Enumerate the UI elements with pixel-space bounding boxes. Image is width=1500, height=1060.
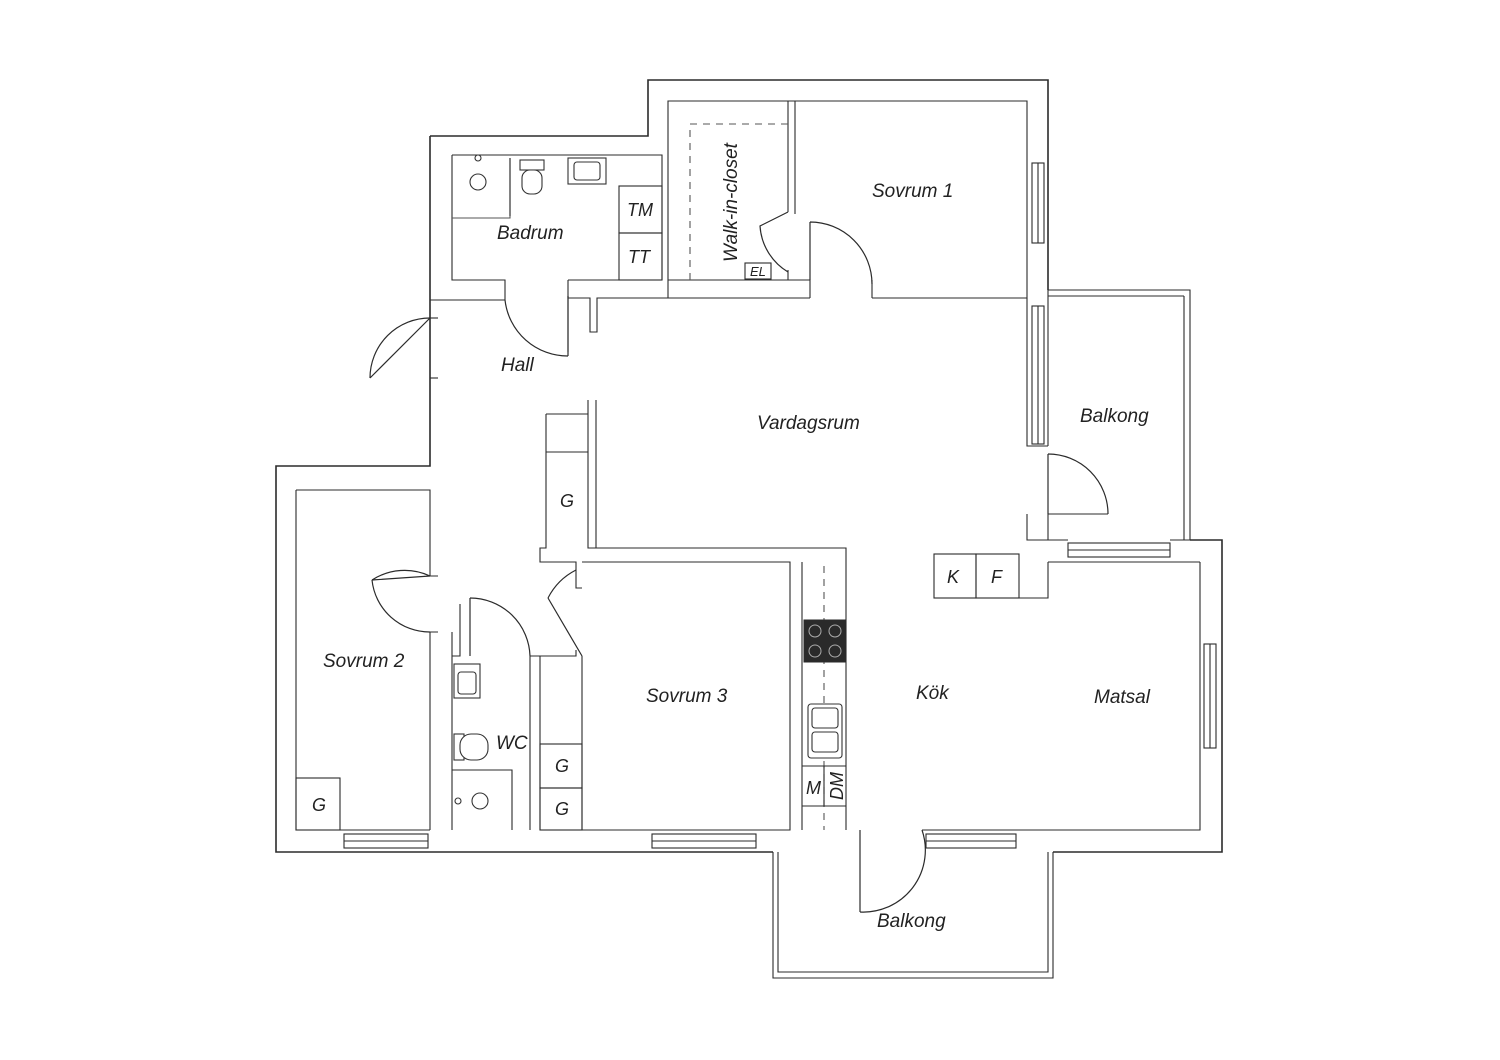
room-label-sovrum1: Sovrum 1 (872, 181, 953, 202)
fixture-label-tm: TM (627, 200, 653, 220)
room-label-sovrum3: Sovrum 3 (646, 686, 728, 707)
room-label-balkong-bottom: Balkong (877, 911, 946, 932)
fixture-label-el: EL (750, 264, 766, 279)
interior-walls (430, 101, 1200, 831)
room-label-walkin: Walk-in-closet (721, 142, 742, 262)
room-labels: Sovrum 1 Badrum Walk-in-closet Hall Vard… (323, 142, 1151, 932)
fixtures (295, 123, 1020, 831)
room-label-balkong-right: Balkong (1080, 406, 1149, 427)
fixture-label-g-corridor-top: G (555, 756, 569, 776)
fixture-label-g-corridor-bottom: G (555, 799, 569, 819)
doors (369, 211, 1109, 913)
fixture-label-m: M (806, 778, 821, 798)
room-label-vardagsrum: Vardagsrum (757, 413, 860, 434)
room-label-kok: Kök (916, 683, 950, 704)
room-label-matsal: Matsal (1094, 687, 1151, 708)
fixture-label-tt: TT (628, 247, 652, 267)
windows (343, 162, 1217, 849)
outer-walls (275, 79, 1223, 853)
room-label-hall: Hall (501, 355, 535, 376)
fixture-label-dm: DM (827, 772, 847, 800)
room-label-sovrum2: Sovrum 2 (323, 651, 405, 672)
room-label-badrum: Badrum (497, 223, 564, 244)
fixture-labels: TM TT EL G G G G K F M DM (312, 200, 1003, 819)
fixture-label-g-hall: G (560, 491, 574, 511)
balconies (772, 852, 1054, 979)
fixture-label-g-sovrum2: G (312, 795, 326, 815)
fixture-label-k: K (947, 567, 960, 587)
room-label-wc: WC (496, 733, 528, 754)
fixture-label-f: F (991, 567, 1003, 587)
